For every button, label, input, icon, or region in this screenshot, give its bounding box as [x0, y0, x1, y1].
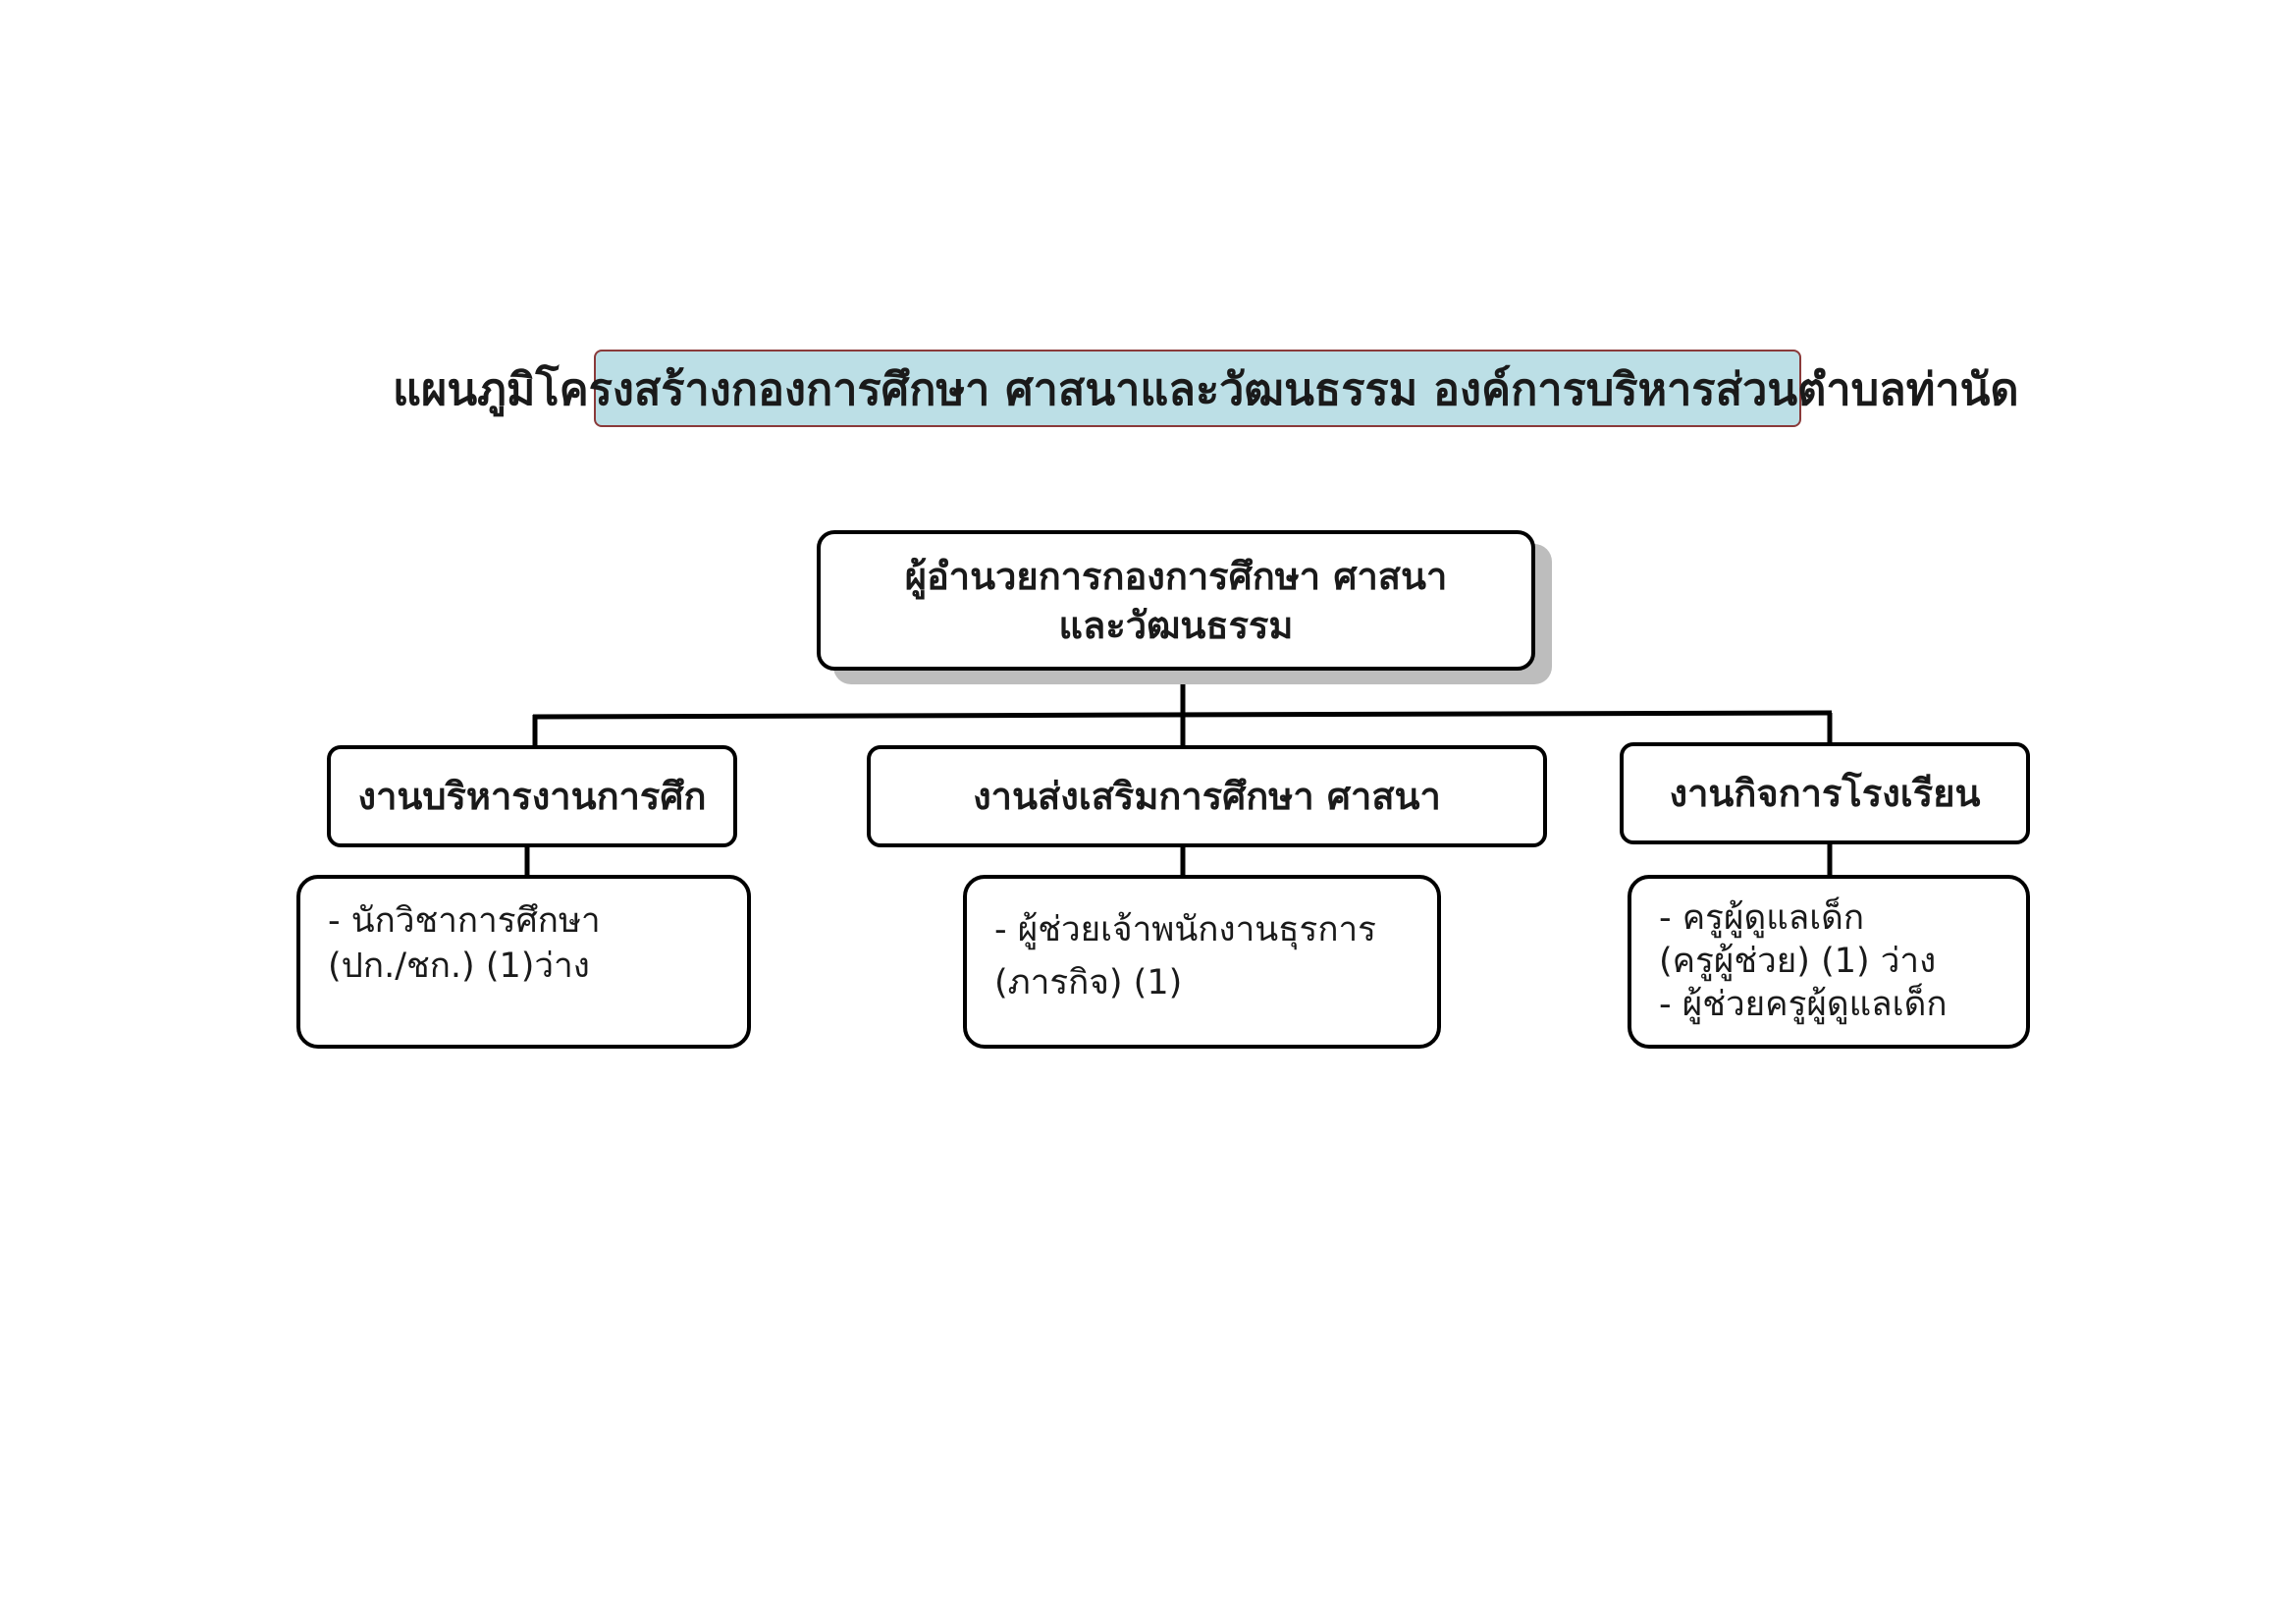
director-title-line-2: และวัฒนธรรม — [1058, 603, 1294, 647]
department-box-admin: งานบริหารงานการศึก — [327, 745, 737, 847]
staff-box-school-affairs: - ครูผู้ดูแลเด็ก (ครูผู้ช่วย) (1) ว่าง -… — [1628, 875, 2030, 1049]
department-name: งานบริหารงานการศึก — [357, 775, 707, 818]
staff-line: (ภารกิจ) (1) — [994, 963, 1183, 1002]
staff-box-admin: - นักวิชาการศึกษา (ปก./ชก.) (1)ว่าง — [296, 875, 751, 1049]
staff-line: (ปก./ชก.) (1)ว่าง — [328, 947, 590, 986]
department-name: งานกิจการโรงเรียน — [1669, 772, 1981, 815]
staff-line: (ครูผู้ช่วย) (1) ว่าง — [1659, 942, 1937, 981]
department-box-school-affairs: งานกิจการโรงเรียน — [1620, 742, 2030, 844]
department-box-promotion: งานส่งเสริมการศึกษา ศาสนา — [867, 745, 1547, 847]
staff-line: - ครูผู้ดูแลเด็ก — [1659, 898, 1865, 938]
staff-line: - นักวิชาการศึกษา — [328, 901, 601, 941]
director-box: ผู้อำนวยการกองการศึกษา ศาสนา และวัฒนธรรม — [817, 530, 1535, 671]
staff-line: - ผู้ช่วยเจ้าพนักงานธุรการ — [994, 910, 1376, 949]
title-highlight-band — [594, 350, 1801, 427]
department-name: งานส่งเสริมการศึกษา ศาสนา — [973, 775, 1441, 818]
chart-title: แผนภูมิโครงสร้างกองการศึกษา ศาสนาและวัฒน… — [393, 363, 2019, 415]
staff-line: - ผู้ช่วยครูผู้ดูแลเด็ก — [1659, 985, 1948, 1024]
director-title-line-1: ผู้อำนวยการกองการศึกษา ศาสนา — [904, 554, 1448, 598]
staff-box-promotion: - ผู้ช่วยเจ้าพนักงานธุรการ (ภารกิจ) (1) — [963, 875, 1441, 1049]
